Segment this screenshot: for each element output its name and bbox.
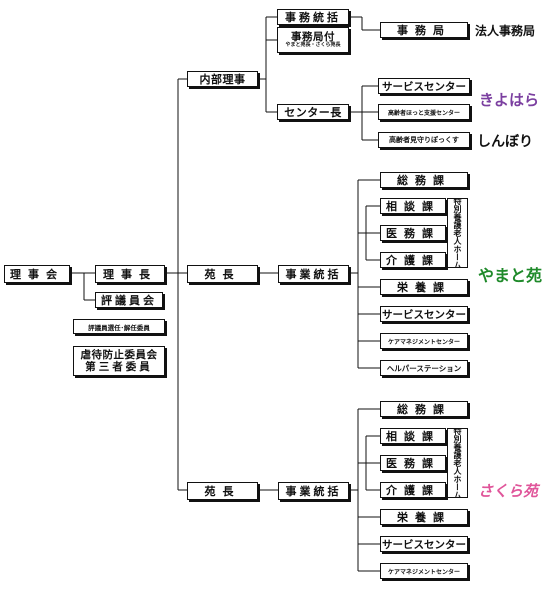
abuse-committee-line1: 虐待防止委員会 xyxy=(80,348,158,361)
sakura-care-management-box: ケアマネジメントセンター xyxy=(380,563,468,579)
yamato-nursing-home-box: 特別養護老人ホーム xyxy=(447,198,468,268)
sakura-facility-director-box: 苑長 xyxy=(187,482,258,500)
councilor-selection-box: 評議員選任･解任委員 xyxy=(73,319,165,334)
yamato-care-management-box: ケアマネジメントセンター xyxy=(380,333,468,349)
yamato-operations-box: 事業統括 xyxy=(278,265,349,283)
yamato-facility-director-box: 苑長 xyxy=(187,265,258,283)
sakura-care-box: 介護課 xyxy=(380,482,446,498)
secretariat-staff-box: 事務局付 やまと苑長・さくら苑長 xyxy=(277,27,349,53)
kiyohara-service-center-box: サービスセンター xyxy=(378,78,470,94)
yamato-care-box: 介護課 xyxy=(380,252,446,268)
yamato-general-affairs-box: 総務課 xyxy=(380,172,468,188)
abuse-committee-line2: 第三者委員 xyxy=(85,361,153,373)
sakura-consultation-box: 相談課 xyxy=(380,428,446,444)
center-director-box: センター長 xyxy=(277,104,349,120)
board-box: 理事会 xyxy=(4,265,70,283)
elderly-support-center-box: 高齢者ほっと支援センター xyxy=(378,104,470,120)
yamato-medical-box: 医務課 xyxy=(380,225,446,241)
sakura-general-affairs-box: 総務課 xyxy=(380,401,468,417)
sakura-nutrition-box: 栄養課 xyxy=(380,509,468,525)
secretary-general-box: 事務統括 xyxy=(277,9,349,25)
chairman-box: 理事長 xyxy=(95,265,165,283)
yamato-nutrition-box: 栄養課 xyxy=(380,279,468,295)
sakura-medical-box: 医務課 xyxy=(380,455,446,471)
secretariat-staff-note: やまと苑長・さくら苑長 xyxy=(285,42,341,49)
sakura-operations-box: 事業統括 xyxy=(278,482,349,500)
secretariat-staff-title: 事務局付 xyxy=(291,31,335,44)
corporate-office-label: 法人事務局 xyxy=(475,24,536,38)
sakura-nursing-home-box: 特別養護老人ホーム xyxy=(447,428,468,498)
shinbori-label: しんぼり xyxy=(477,134,533,150)
sakura-service-center-box: サービスセンター xyxy=(380,536,468,552)
kiyohara-logo: きよはら xyxy=(479,91,540,109)
yamato-helper-station-box: ヘルパーステーション xyxy=(380,360,468,376)
yamato-consultation-box: 相談課 xyxy=(380,198,446,214)
elderly-watch-box: 高齢者見守りぽっくす xyxy=(378,132,470,148)
secretariat-box: 事務局 xyxy=(380,22,468,38)
internal-director-box: 内部理事 xyxy=(187,71,258,87)
councilors-box: 評議員会 xyxy=(95,292,163,308)
yamato-logo: やまと苑 xyxy=(478,266,543,285)
abuse-committee-box: 虐待防止委員会 第三者委員 xyxy=(73,346,165,376)
sakura-logo: さくら苑 xyxy=(478,482,539,500)
yamato-service-center-box: サービスセンター xyxy=(380,306,468,322)
